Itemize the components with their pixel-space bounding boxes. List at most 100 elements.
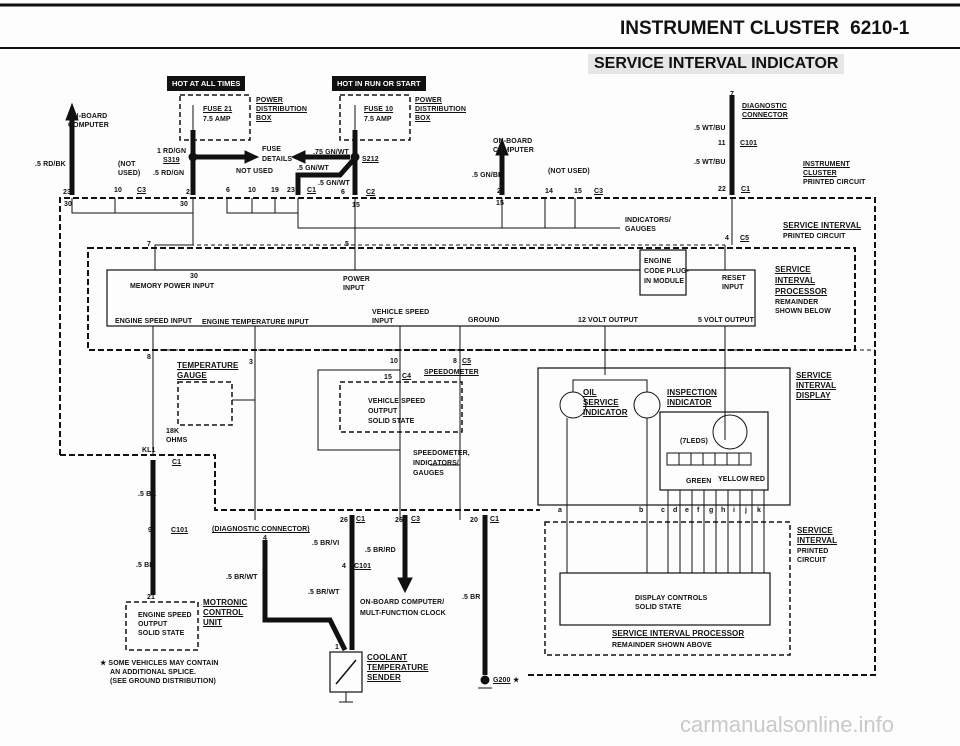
pin: 8	[453, 358, 457, 365]
display-label: DISPLAY	[796, 391, 831, 400]
input-label: GROUND	[468, 317, 500, 324]
pin: 6	[341, 189, 345, 196]
pin: 22	[718, 186, 726, 193]
indicators-label: INDICATORS/	[625, 217, 671, 224]
pin: 3	[249, 359, 253, 366]
connector: C5	[462, 358, 472, 365]
pdb-label: DISTRIBUTION	[415, 106, 466, 113]
cluster-label: PRINTED CIRCUIT	[803, 179, 866, 186]
connector: C3	[137, 187, 147, 194]
sipc-label: SERVICE INTERVAL	[783, 221, 862, 230]
processor-label: SHOWN BELOW	[775, 308, 831, 315]
wire-label: .5 RD/GN	[153, 170, 185, 177]
connector: C4	[402, 373, 412, 380]
engine-speed-output-label: SOLID STATE	[138, 630, 185, 637]
wire-label: 1 RD/GN	[157, 148, 187, 155]
processor-label: PROCESSOR	[775, 287, 828, 296]
oil-service-label: SERVICE	[583, 398, 619, 407]
pin: 8	[147, 354, 151, 361]
diagnostic-connector-label: CONNECTOR	[742, 112, 788, 119]
engine-code-plug: IN MODULE	[644, 278, 685, 285]
connector: C1	[741, 186, 751, 193]
wire-label: .5 BK	[136, 562, 155, 569]
pin: 15	[384, 374, 392, 381]
motronic-label: CONTROL	[203, 608, 244, 617]
pin: j	[745, 507, 748, 514]
star-icon: ★	[513, 677, 520, 684]
pin: 10	[390, 358, 398, 365]
engine-code-plug: ENGINE	[644, 258, 672, 265]
processor-label: REMAINDER	[775, 299, 819, 306]
pin: k	[757, 507, 761, 514]
sipc-label: PRINTED CIRCUIT	[783, 233, 846, 240]
pin: a	[558, 507, 562, 514]
diagram-subtitle: SERVICE INTERVAL INDICATOR	[588, 54, 845, 74]
engine-code-plug: CODE PLUG-	[644, 268, 689, 275]
footnote: AN ADDITIONAL SPLICE.	[110, 669, 197, 676]
pin: 19	[271, 187, 279, 194]
engine-speed-output-label: ENGINE SPEED	[138, 612, 192, 619]
vss-label: OUTPUT	[368, 408, 398, 415]
kl1-label: KL1	[142, 447, 156, 454]
vss-label: SOLID STATE	[368, 418, 415, 425]
connector: C101	[354, 563, 372, 570]
pin: e	[685, 507, 689, 514]
obc-label: COMPUTER	[493, 147, 534, 154]
coolant-sender-label: SENDER	[367, 673, 401, 682]
not-used-label: USED)	[118, 170, 141, 177]
display-controls-label: DISPLAY CONTROLS	[635, 595, 708, 602]
pin: c	[661, 507, 665, 514]
input-label: 5 VOLT OUTPUT	[698, 317, 755, 324]
processor-label: SERVICE INTERVAL PROCESSOR	[612, 629, 745, 638]
wire-label: .5 GN/WT	[318, 180, 350, 187]
fuse-21: FUSE 21	[203, 106, 233, 113]
temp-gauge-label: TEMPERATURE	[177, 361, 239, 370]
display-label: SERVICE	[796, 371, 832, 380]
not-used-label: (NOT	[118, 161, 136, 168]
pin: 1	[335, 644, 339, 651]
yellow-label: YELLOW	[718, 476, 749, 483]
processor-label: INTERVAL	[775, 276, 816, 285]
watermark: carmanualsonline.info	[680, 712, 895, 737]
connector: C5	[740, 235, 750, 242]
fuse-21-rating: 7.5 AMP	[203, 116, 231, 123]
speedo-indicators-label: SPEEDOMETER,	[413, 450, 470, 457]
pin: 7	[730, 91, 734, 98]
motronic-label: MOTRONIC	[203, 598, 248, 607]
title: INSTRUMENT CLUSTER	[620, 18, 840, 39]
wire-label: .5 BR	[462, 594, 481, 601]
input-label: INPUT	[372, 318, 394, 325]
connector: C1	[490, 516, 500, 523]
coolant-sender-label: TEMPERATURE	[367, 663, 429, 672]
pin: g	[709, 507, 714, 514]
connector: C3	[594, 188, 604, 195]
pin: 7	[147, 241, 151, 248]
pin: 10	[248, 187, 256, 194]
splice-label: S212	[362, 156, 379, 163]
hot-at-all-times-tag: HOT AT ALL TIMES	[167, 76, 246, 91]
not-used-label: (NOT USED)	[548, 168, 590, 175]
wire-label: .5 BK	[138, 491, 157, 498]
pdb-label: DISTRIBUTION	[256, 106, 307, 113]
input-label: VEHICLE SPEED	[372, 309, 430, 316]
obc-clock-label: ON-BOARD COMPUTER/	[360, 599, 445, 606]
connector: C1	[356, 516, 366, 523]
pin: i	[733, 507, 736, 514]
pin: 21	[147, 594, 155, 601]
sipc-label: INTERVAL	[797, 536, 838, 545]
splice-label: S319	[163, 157, 180, 164]
power-input-label: POWER	[343, 276, 370, 283]
pdb-label: BOX	[256, 115, 272, 122]
display-controls-label: SOLID STATE	[635, 604, 682, 611]
fuse-details-label: FUSE	[262, 146, 282, 153]
pin: b	[639, 507, 644, 514]
footnote: (SEE GROUND DISTRIBUTION)	[110, 678, 216, 685]
diagnostic-connector-label: DIAGNOSTIC	[742, 103, 787, 110]
wire-label: .5 WT/BU	[694, 159, 726, 166]
memory-power-label: MEMORY POWER INPUT	[130, 283, 215, 290]
ground-label: G200	[493, 677, 511, 684]
memory-power-label: 30	[190, 273, 198, 280]
led-row	[666, 452, 752, 466]
